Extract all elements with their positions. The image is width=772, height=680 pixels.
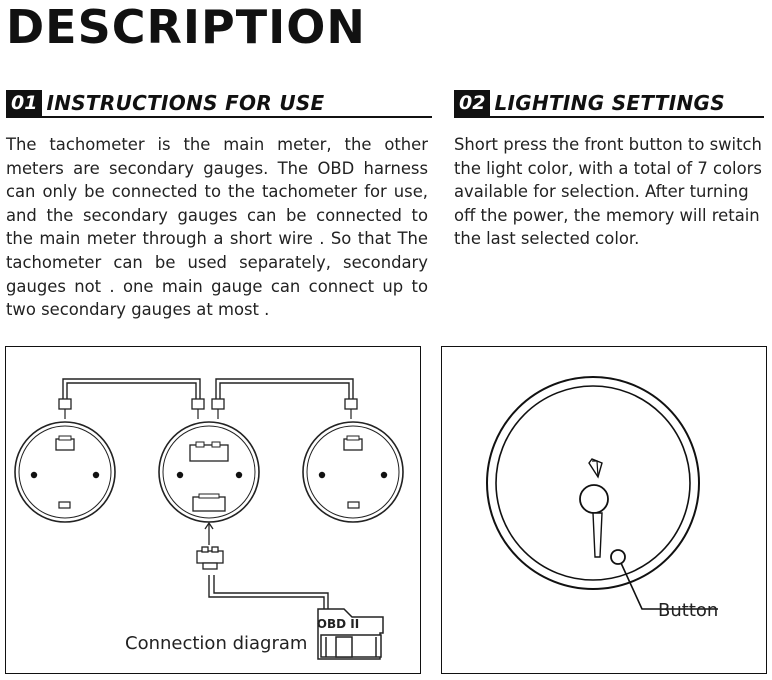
instructions-text: The tachometer is the main meter, the ot… [6,135,428,320]
needle-bottom [592,512,603,558]
light-button-icon [610,549,626,565]
connector-left [58,398,72,410]
obd-connector [317,608,384,660]
connection-diagram: OBD II [14,378,404,660]
obd-label: OBD II [317,617,359,631]
button-callout-line [620,562,718,610]
section-number: 02 [454,90,491,116]
gauge-front-diagram [486,376,718,610]
secondary-gauge-left [14,421,116,523]
wire-left [62,378,201,399]
button-label: Button [658,600,719,621]
connector-obd-harness [196,550,224,564]
section-heading: INSTRUCTIONS FOR USE [46,91,325,115]
wire-right [215,378,354,399]
main-gauge-tachometer [158,421,260,523]
page-title: DESCRIPTION [6,0,366,54]
lighting-text: Short press the front button to switch t… [454,135,762,249]
section-number: 01 [6,90,43,116]
section-header-instructions: 01 INSTRUCTIONS FOR USE [6,88,432,118]
wire-obd [208,575,325,609]
section-heading: LIGHTING SETTINGS [494,91,725,115]
needle-hub [579,484,609,514]
gauge-outer-ring [486,376,700,590]
gauge-inner-ring [495,385,691,581]
connector-right [344,398,358,410]
connector-main-left [191,398,205,410]
connection-diagram-panel: OBD II Connection diagram [5,346,421,674]
needle-top [588,458,603,479]
secondary-gauge-right [302,421,404,523]
connection-diagram-caption: Connection diagram [125,633,308,654]
section-header-lighting: 02 LIGHTING SETTINGS [454,88,764,118]
lighting-diagram-panel: Button [441,346,767,674]
connector-main-right [211,398,225,410]
